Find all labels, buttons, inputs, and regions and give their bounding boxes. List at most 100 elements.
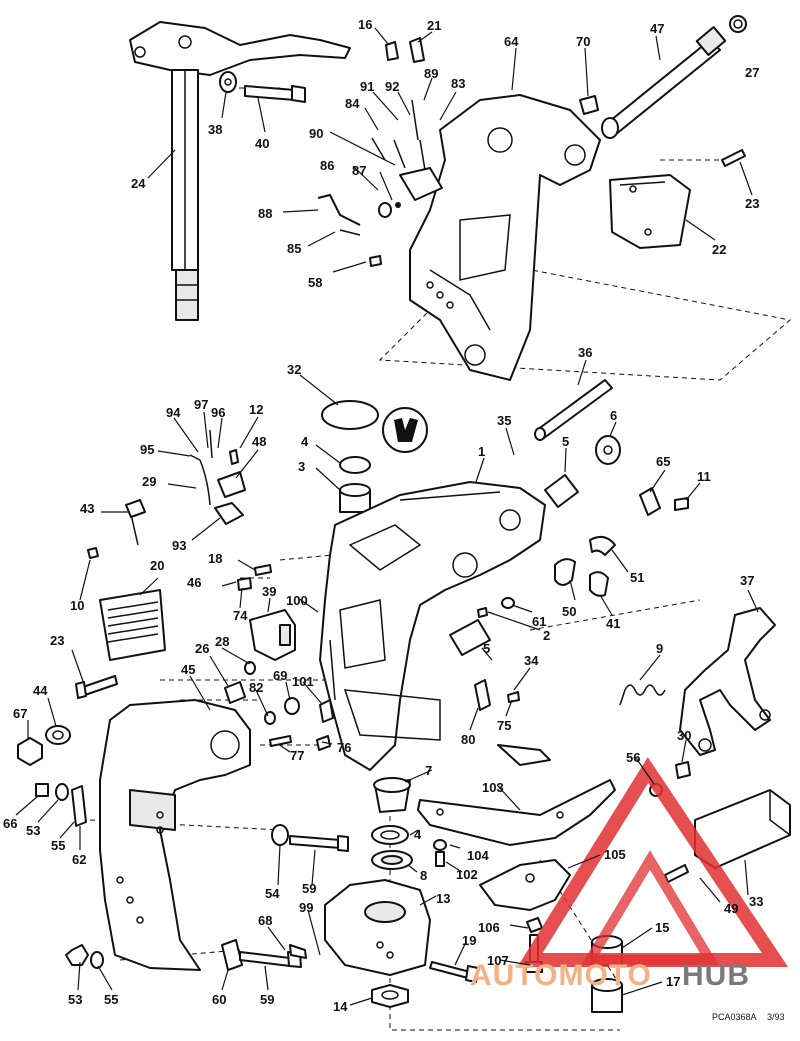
callout-53-upper: 53 (26, 823, 40, 838)
callout-100: 100 (286, 593, 308, 608)
callout-77: 77 (290, 748, 304, 763)
callout-105: 105 (604, 847, 626, 862)
bushing-4-3 (339, 456, 371, 513)
callout-44: 44 (33, 683, 48, 698)
swivel-bracket-1 (319, 481, 546, 771)
small-hardware-right (474, 597, 520, 711)
bolt-23 (75, 675, 118, 699)
leader-lines (15, 27, 759, 1006)
callout-92: 92 (385, 79, 399, 94)
callout-23-upper: 23 (745, 196, 759, 211)
image-code: PCA0368A 3/93 (712, 1012, 785, 1022)
callout-33: 33 (749, 894, 763, 909)
callout-91: 91 (360, 79, 374, 94)
bracket-105 (479, 859, 571, 911)
callout-5-lower: 5 (483, 641, 490, 656)
callout-97: 97 (194, 397, 208, 412)
callout-29: 29 (142, 474, 156, 489)
washer-6 (595, 435, 621, 465)
washer-32 (321, 400, 379, 430)
callout-75: 75 (497, 718, 511, 733)
callout-2: 2 (543, 628, 550, 643)
callout-54: 54 (265, 886, 280, 901)
callout-10: 10 (70, 598, 84, 613)
plate-20 (99, 589, 166, 661)
callout-15: 15 (655, 920, 669, 935)
callout-50: 50 (562, 604, 576, 619)
callout-7: 7 (425, 763, 432, 778)
callout-19: 19 (462, 933, 476, 948)
callout-3: 3 (298, 459, 305, 474)
callout-55-upper: 55 (51, 838, 65, 853)
callout-16: 16 (358, 17, 372, 32)
watermark-logo: AUTOMOTO HUB (470, 757, 789, 992)
tilt-tube-47 (579, 15, 747, 139)
callout-82: 82 (249, 680, 263, 695)
callout-35: 35 (497, 413, 511, 428)
switch-and-wiring (87, 429, 246, 559)
callout-45: 45 (181, 662, 195, 677)
bolt-19 (429, 961, 479, 983)
callout-4-lower: 4 (414, 827, 422, 842)
callout-11: 11 (697, 469, 711, 484)
callout-94: 94 (166, 405, 181, 420)
callout-38: 38 (208, 122, 222, 137)
callout-107: 107 (487, 953, 509, 968)
callout-14: 14 (333, 999, 348, 1014)
callout-83: 83 (451, 76, 465, 91)
callout-48: 48 (252, 434, 266, 449)
retaining-clips (554, 535, 616, 597)
nut-67-washer-44 (17, 725, 71, 766)
callout-86: 86 (320, 158, 334, 173)
callout-61: 61 (532, 614, 546, 629)
callout-53-lower: 53 (68, 992, 82, 1007)
revision-text: 3/93 (767, 1012, 785, 1022)
callout-59-upper: 59 (302, 881, 316, 896)
callout-40: 40 (255, 136, 269, 151)
lower-swivel-parts (324, 777, 431, 1008)
callout-62: 62 (72, 852, 86, 867)
callout-6: 6 (610, 408, 617, 423)
callout-89: 89 (424, 66, 438, 81)
steering-arm-and-swivel-shaft (129, 21, 351, 321)
callout-59-lower: 59 (260, 992, 274, 1007)
callout-13: 13 (436, 891, 450, 906)
callout-93: 93 (172, 538, 186, 553)
callout-106: 106 (478, 920, 500, 935)
callout-30: 30 (677, 728, 691, 743)
callout-39: 39 (262, 584, 276, 599)
callout-96: 96 (211, 405, 225, 420)
callout-67: 67 (13, 706, 27, 721)
callout-17: 17 (666, 974, 680, 989)
callout-68: 68 (258, 913, 272, 928)
callout-18: 18 (208, 551, 222, 566)
bolt-40 (219, 71, 306, 103)
callout-1: 1 (478, 444, 485, 459)
callout-90: 90 (309, 126, 323, 141)
callout-103: 103 (482, 780, 504, 795)
callout-88: 88 (258, 206, 272, 221)
stern-bracket-64 (409, 94, 601, 381)
callout-27: 27 (745, 65, 759, 80)
callout-32: 32 (287, 362, 301, 377)
bracket-39 (249, 609, 296, 661)
callout-69: 69 (273, 668, 287, 683)
callout-labels: 16 21 64 70 47 27 38 40 24 91 92 89 83 8… (3, 17, 763, 1014)
callout-5-upper: 5 (562, 434, 569, 449)
callout-21: 21 (427, 18, 441, 33)
callout-101: 101 (292, 674, 314, 689)
callout-80: 80 (461, 732, 475, 747)
callout-9: 9 (656, 641, 663, 656)
small-hardware-left (35, 783, 104, 969)
callout-34: 34 (524, 653, 539, 668)
small-hardware-center (224, 564, 336, 751)
callout-37: 37 (740, 573, 754, 588)
callout-12: 12 (249, 402, 263, 417)
tilt-lever-37 (679, 607, 776, 756)
callout-99: 99 (299, 900, 313, 915)
callout-23-lower: 23 (50, 633, 64, 648)
callout-49: 49 (724, 901, 738, 916)
callout-95: 95 (140, 442, 154, 457)
lever-65 (639, 487, 689, 516)
